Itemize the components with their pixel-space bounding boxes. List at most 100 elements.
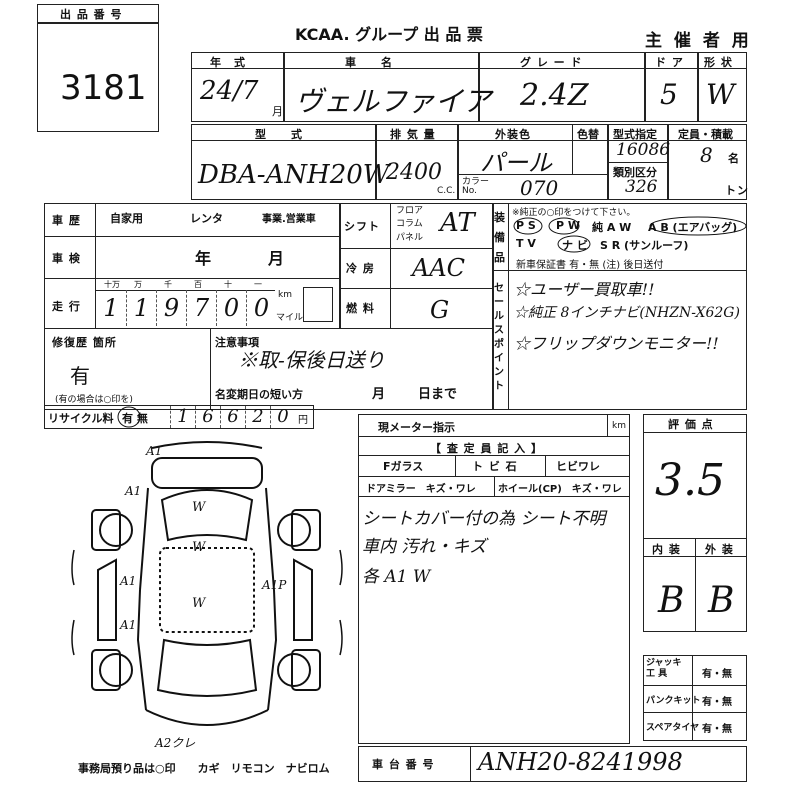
mileage-place-label: 十 bbox=[224, 280, 232, 289]
inspection-label: 車 検 bbox=[52, 252, 81, 265]
grade-label: グ レ ー ド bbox=[520, 56, 583, 69]
sales-point-label: セールスポイント bbox=[494, 283, 505, 392]
mileage-place-label: 一 bbox=[254, 280, 262, 289]
km-unit: km bbox=[278, 290, 292, 300]
year-value: 24/7 bbox=[200, 76, 259, 106]
puncture-yn: 有・無 bbox=[702, 697, 732, 708]
inspection-year: 年 bbox=[195, 249, 212, 268]
damage-mark-1: A1 bbox=[146, 444, 163, 458]
chip-label: ト ビ 石 bbox=[472, 460, 518, 473]
fuel-label: 燃 料 bbox=[346, 302, 375, 315]
equip-navi: ナ ビ bbox=[562, 239, 588, 252]
exterior-score: B bbox=[708, 580, 735, 621]
equip-sr: S R (サンルーフ) bbox=[600, 239, 689, 252]
history-opt-private: 自家用 bbox=[110, 212, 143, 225]
wheel-label: ホイール(CP) キズ・ワレ bbox=[498, 484, 622, 495]
rename-day: 日まで bbox=[418, 387, 458, 402]
history-opt-business: 事業.営業車 bbox=[262, 214, 316, 225]
chassis-label: 車 台 番 号 bbox=[372, 758, 435, 771]
lot-label: 出 品 番 号 bbox=[60, 8, 123, 21]
exterior-color-value: パール bbox=[480, 149, 552, 177]
main-block bbox=[44, 203, 747, 410]
equip-ab: A B (エアバッグ) bbox=[648, 221, 738, 234]
car-diagram bbox=[71, 441, 343, 726]
tools-box bbox=[643, 655, 747, 741]
shape-label: 形 状 bbox=[704, 56, 733, 69]
damage-mark-6: A1P bbox=[262, 578, 287, 592]
damage-mark-7: A1 bbox=[120, 618, 137, 632]
equip-aw: 純 A W bbox=[592, 221, 632, 234]
chassis-value: ANH20-8241998 bbox=[478, 748, 683, 776]
capacity-unit: 名 bbox=[728, 152, 740, 165]
mileage-digit: 0 bbox=[246, 290, 276, 326]
shift-opt-floor: フロア bbox=[396, 206, 424, 216]
equip-tv: T V bbox=[516, 237, 536, 250]
recycle-digit: 2 bbox=[245, 406, 270, 428]
shift-opt-panel: パネル bbox=[396, 233, 424, 243]
displacement-value: 2400 bbox=[386, 160, 442, 185]
sales-line-1: ☆ユーザー買取車!! bbox=[514, 280, 655, 299]
meter-unit: km bbox=[612, 421, 626, 431]
mile-box bbox=[303, 287, 333, 322]
displacement-unit: C.C. bbox=[437, 186, 456, 196]
spare-yn: 有・無 bbox=[702, 724, 732, 735]
jack-label: ジャッキ 工 具 bbox=[646, 658, 682, 679]
equipment-note: ※純正の○印をつけて下さい。 bbox=[512, 208, 636, 218]
rename-label: 名変期日の短い方 bbox=[215, 388, 303, 401]
year-suffix: 月 bbox=[272, 105, 283, 118]
row2-grid bbox=[191, 124, 747, 200]
mileage-place-label: 十万 bbox=[104, 280, 120, 289]
recycle-digit: 6 bbox=[195, 406, 220, 428]
meter-label: 現メーター指示 bbox=[378, 421, 455, 434]
history-label: 車 歴 bbox=[52, 214, 81, 227]
inspector-note-3: 各 A1 W bbox=[362, 567, 431, 587]
mileage-place-label: 百 bbox=[194, 280, 202, 289]
f-glass-label: Fガラス bbox=[383, 460, 424, 473]
puncture-kit-label: パンクキット bbox=[646, 696, 701, 706]
rename-month: 月 bbox=[372, 387, 386, 402]
caution-value: ※取-保後日送り bbox=[238, 348, 385, 372]
damage-mark-9: A2クレ bbox=[155, 736, 196, 750]
mileage-digit: 7 bbox=[186, 290, 216, 326]
fuel-value: G bbox=[430, 296, 450, 324]
recycle-digit: 1 bbox=[170, 406, 195, 428]
ac-value: AAC bbox=[412, 254, 466, 282]
mileage-place-label: 万 bbox=[134, 280, 142, 289]
type-designation-label: 型式指定 bbox=[613, 128, 657, 141]
damage-mark-8: W bbox=[192, 540, 206, 555]
caution-label: 注意事項 bbox=[215, 336, 259, 349]
displacement-label: 排 気 量 bbox=[390, 128, 436, 141]
door-value: 5 bbox=[660, 78, 678, 111]
shape-value: W bbox=[706, 78, 735, 111]
interior-score: B bbox=[658, 580, 685, 621]
warranty-note: 新車保証書 有・無 (注) 後日送付 bbox=[516, 260, 664, 271]
repair-note: (有の場合は○印を) bbox=[55, 395, 133, 405]
exterior-color-label: 外装色 bbox=[495, 128, 531, 141]
type-designation-value: 16086 bbox=[616, 140, 671, 160]
mile-unit: マイル bbox=[276, 313, 304, 323]
repair-label: 修復歴 箇所 bbox=[52, 336, 117, 349]
recycle-circle bbox=[117, 406, 141, 428]
sales-line-2: ☆純正 8インチナビ(NHZN-X62G) bbox=[514, 305, 740, 321]
grade-value: 2.4Z bbox=[520, 78, 589, 113]
year-label: 年 式 bbox=[210, 56, 246, 69]
interior-label: 内 装 bbox=[652, 543, 681, 556]
capacity-value: 8 bbox=[700, 143, 713, 167]
inspection-month: 月 bbox=[268, 249, 285, 268]
classification-label: 類別区分 bbox=[613, 166, 657, 179]
crack-label: ヒビワレ bbox=[556, 460, 600, 473]
jack-yn: 有・無 bbox=[702, 669, 732, 680]
car-name-value: ヴェルファイア bbox=[295, 85, 492, 118]
recycle-unit: 円 bbox=[298, 415, 308, 426]
equip-ps: P S bbox=[516, 219, 536, 232]
score-value: 3.5 bbox=[655, 455, 725, 506]
history-opt-rental: レンタ bbox=[190, 212, 223, 225]
mileage-place-label: 千 bbox=[164, 280, 172, 289]
damage-mark-5: A1 bbox=[120, 574, 137, 588]
capacity-label: 定員・積載 bbox=[678, 128, 733, 141]
model-label: 型 式 bbox=[255, 128, 303, 141]
inspector-note-2: 車内 汚れ・キズ bbox=[362, 537, 487, 557]
door-label: ド ア bbox=[655, 56, 684, 69]
car-name-label: 車 名 bbox=[345, 56, 393, 69]
model-value: DBA-ANH20W bbox=[198, 160, 390, 190]
